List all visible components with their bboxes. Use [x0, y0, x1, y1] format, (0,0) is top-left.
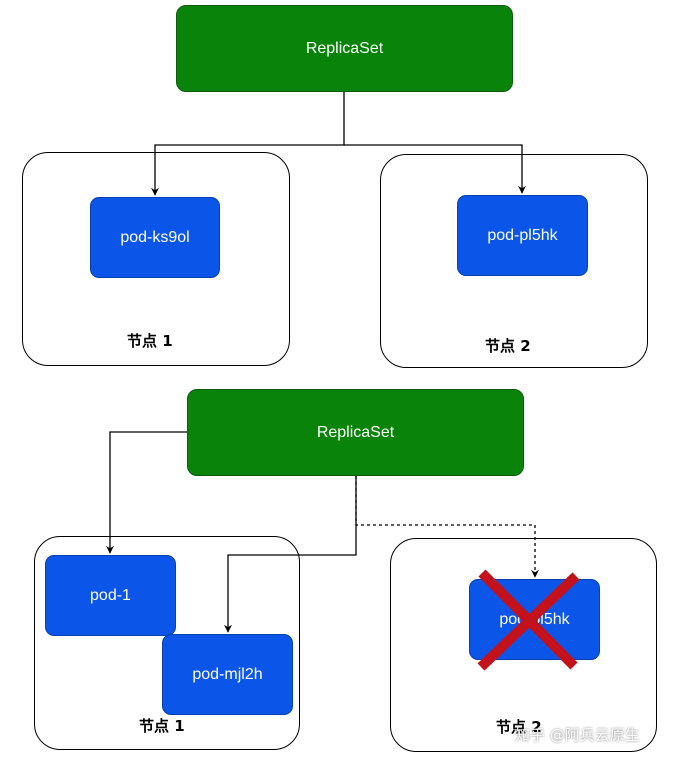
top-node-1-label: 节点 1	[127, 332, 173, 350]
top-pod-node-2: pod-pl5hk	[457, 195, 588, 276]
bottom-pod-mjl2h: pod-mjl2h	[162, 634, 293, 715]
top-pod-node-1: pod-ks9ol	[90, 197, 220, 278]
bottom-connectors	[106, 431, 539, 633]
top-replicaset: ReplicaSet	[176, 5, 513, 92]
bottom-node-1-label: 节点 1	[139, 717, 185, 735]
watermark: 知乎 @阿兵云原生	[515, 726, 640, 744]
failure-cross-icon	[477, 569, 580, 671]
bottom-pod-1: pod-1	[45, 555, 176, 636]
bottom-node-2-label: 节点 2	[496, 718, 542, 736]
top-node-2-label: 节点 2	[485, 337, 531, 355]
top-connectors	[151, 92, 526, 196]
bottom-replicaset: ReplicaSet	[187, 389, 524, 476]
